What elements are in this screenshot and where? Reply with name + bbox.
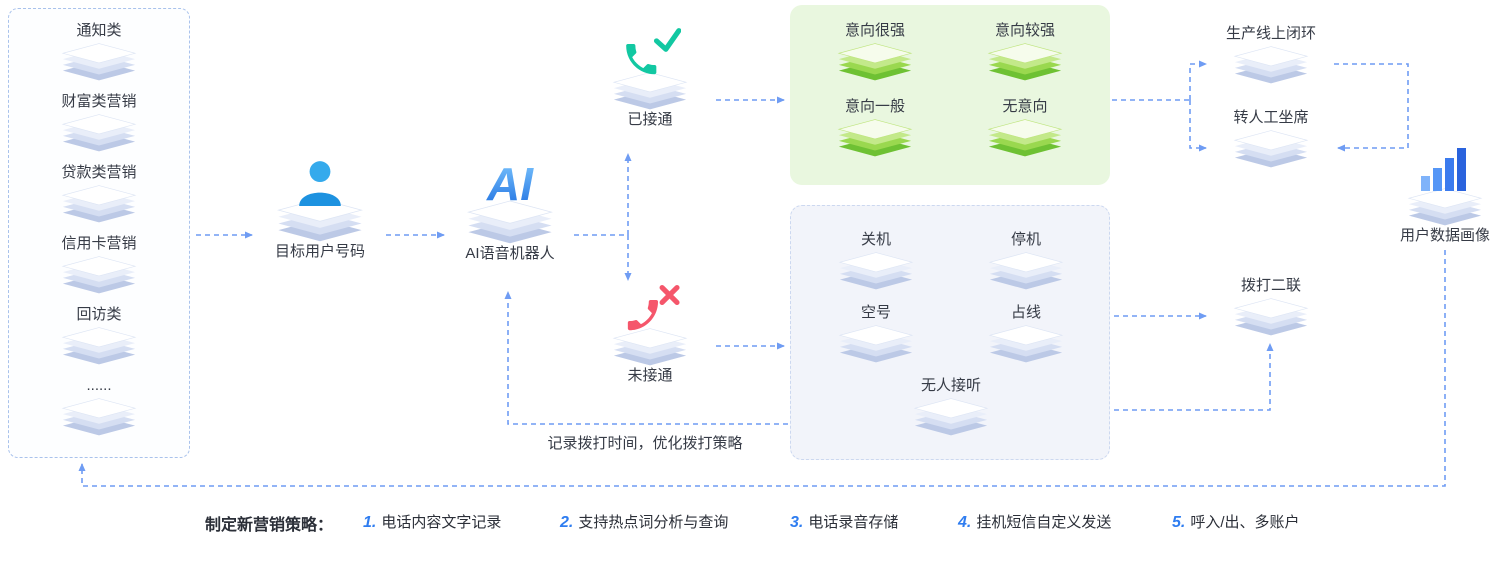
strategy-number: 3. bbox=[790, 514, 804, 531]
fail-item: 空号 bbox=[819, 303, 933, 363]
intent-label: 意向一般 bbox=[844, 98, 905, 115]
fail-label: 空号 bbox=[860, 304, 891, 321]
production-loop-node: 生产线上闭环 bbox=[1212, 24, 1330, 84]
strategy-number: 5. bbox=[1172, 514, 1186, 531]
category-label: 财富类营销 bbox=[61, 93, 137, 110]
strategy-number: 2. bbox=[560, 514, 574, 531]
category-item: 通知类 bbox=[43, 21, 155, 81]
category-item: 回访类 bbox=[43, 305, 155, 365]
node-label: 生产线上闭环 bbox=[1225, 25, 1316, 42]
fail-label: 无人接听 bbox=[920, 377, 981, 394]
category-label: 信用卡营销 bbox=[61, 235, 137, 252]
fail-label: 停机 bbox=[1010, 231, 1041, 248]
category-item: 贷款类营销 bbox=[43, 163, 155, 223]
strategy-item-3: 3.电话录音存储 bbox=[790, 511, 898, 532]
platform-icon bbox=[970, 323, 1082, 363]
intent-label: 意向很强 bbox=[844, 22, 905, 39]
fail-item: 无人接听 bbox=[894, 376, 1008, 436]
platform-icon bbox=[1215, 296, 1327, 336]
second-dial-node: 拨打二联 bbox=[1212, 276, 1330, 336]
ai-badge-text: AI bbox=[486, 158, 534, 210]
category-item: ...... bbox=[43, 376, 155, 436]
node-label: AI语音机器人 bbox=[465, 245, 555, 262]
green-platform-icon bbox=[819, 41, 931, 81]
category-item: 信用卡营销 bbox=[43, 234, 155, 294]
platform-icon bbox=[43, 183, 155, 223]
phone-fail-icon bbox=[619, 282, 681, 336]
platform-icon bbox=[895, 396, 1007, 436]
platform-icon bbox=[820, 250, 932, 290]
person-icon bbox=[295, 158, 345, 206]
strategy-item-5: 5.呼入/出、多账户 bbox=[1172, 511, 1300, 532]
strategy-label: 挂机短信自定义发送 bbox=[976, 514, 1112, 531]
strategy-number: 4. bbox=[958, 514, 972, 531]
strategy-item-2: 2.支持热点词分析与查询 bbox=[560, 511, 728, 532]
green-platform-icon bbox=[969, 117, 1081, 157]
fail-item: 停机 bbox=[969, 230, 1083, 290]
platform-icon bbox=[43, 41, 155, 81]
not-connected-node: 未接通 bbox=[588, 282, 712, 386]
strategy-label: 支持热点词分析与查询 bbox=[578, 514, 729, 531]
strategy-label: 电话录音存储 bbox=[808, 514, 899, 531]
connected-node: 已接通 bbox=[588, 26, 712, 130]
node-label: 已接通 bbox=[627, 111, 673, 128]
platform-icon bbox=[1215, 44, 1327, 84]
target-number-node: 目标用户号码 bbox=[258, 158, 382, 262]
platform-icon bbox=[43, 112, 155, 152]
green-platform-icon bbox=[819, 117, 931, 157]
platform-icon bbox=[1215, 128, 1327, 168]
category-label: ...... bbox=[86, 377, 112, 394]
category-label: 贷款类营销 bbox=[61, 164, 137, 181]
phone-success-icon bbox=[619, 26, 681, 80]
fail-item: 关机 bbox=[819, 230, 933, 290]
optimize-note: 记录拨打时间，优化拨打策略 bbox=[547, 435, 743, 452]
user-profile-node: 用户数据画像 bbox=[1386, 146, 1502, 246]
platform-icon bbox=[820, 323, 932, 363]
intent-label: 无意向 bbox=[1002, 98, 1048, 115]
category-label: 回访类 bbox=[76, 306, 122, 323]
strategy-number: 1. bbox=[363, 514, 377, 531]
fail-label: 占线 bbox=[1010, 304, 1041, 321]
node-label: 目标用户号码 bbox=[274, 243, 365, 260]
category-label: 通知类 bbox=[76, 22, 122, 39]
platform-icon bbox=[43, 325, 155, 365]
ai-robot-node: AI AI语音机器人 bbox=[448, 158, 572, 264]
category-item: 财富类营销 bbox=[43, 92, 155, 152]
fail-item: 占线 bbox=[969, 303, 1083, 363]
intent-item: 无意向 bbox=[968, 97, 1082, 157]
intent-item: 意向一般 bbox=[818, 97, 932, 157]
intent-item: 意向很强 bbox=[818, 21, 932, 81]
category-panel: 通知类 财富类营销 贷款类营销 信用卡营销 回访类 ...... bbox=[8, 8, 190, 458]
platform-icon bbox=[1389, 186, 1501, 226]
bar-chart-icon bbox=[1420, 146, 1470, 192]
intent-label: 意向较强 bbox=[994, 22, 1055, 39]
node-label: 转人工坐席 bbox=[1233, 109, 1309, 126]
strategy-label: 电话内容文字记录 bbox=[381, 514, 502, 531]
strategy-item-1: 1.电话内容文字记录 bbox=[363, 511, 501, 532]
intent-item: 意向较强 bbox=[968, 21, 1082, 81]
platform-icon bbox=[970, 250, 1082, 290]
fail-label: 关机 bbox=[860, 231, 891, 248]
strategy-item-4: 4.挂机短信自定义发送 bbox=[958, 511, 1111, 532]
platform-icon bbox=[43, 254, 155, 294]
green-platform-icon bbox=[969, 41, 1081, 81]
strategy-title: 制定新营销策略： bbox=[205, 517, 334, 534]
strategy-label: 呼入/出、多账户 bbox=[1190, 514, 1300, 531]
human-agent-node: 转人工坐席 bbox=[1212, 108, 1330, 168]
intent-panel: 意向很强 意向较强 意向一般 无意向 bbox=[790, 5, 1110, 185]
node-label: 未接通 bbox=[627, 367, 673, 384]
ai-badge-icon: AI bbox=[486, 158, 534, 210]
node-label: 用户数据画像 bbox=[1399, 227, 1490, 244]
node-label: 拨打二联 bbox=[1240, 277, 1301, 294]
fail-panel: 关机 停机 空号 占线 无人接听 bbox=[790, 205, 1110, 460]
platform-icon bbox=[43, 396, 155, 436]
